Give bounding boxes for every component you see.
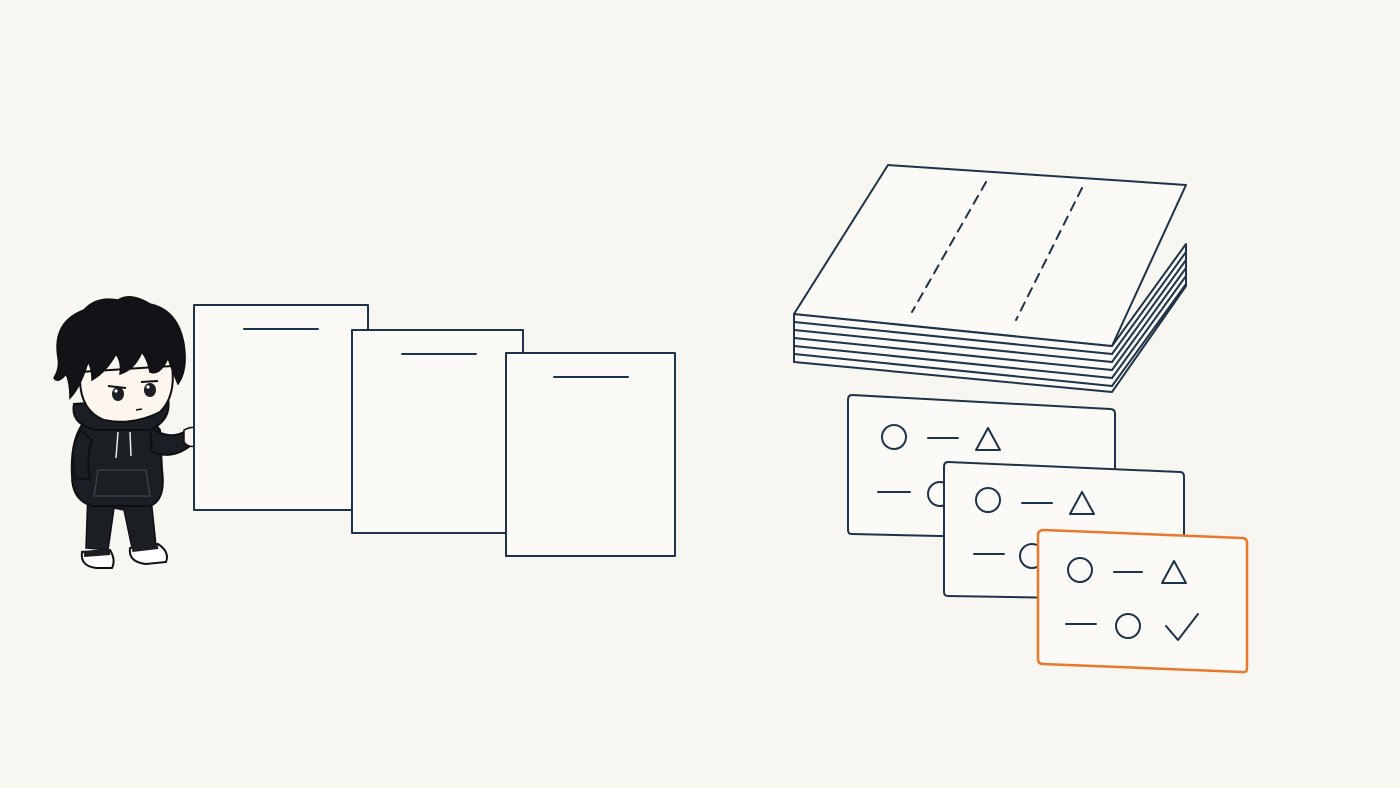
triangle-symbol — [1161, 560, 1187, 584]
document-pages — [193, 304, 676, 557]
sheet-stack-icon — [793, 164, 1187, 393]
document-page-1 — [193, 304, 369, 511]
character-icon — [53, 296, 204, 569]
pattern-card-highlighted — [1036, 528, 1249, 674]
circle-symbol — [1067, 557, 1093, 583]
document-page-2 — [351, 329, 524, 534]
pattern-card-icon — [847, 394, 1249, 674]
check-icon — [1165, 613, 1199, 641]
document-page-3 — [505, 352, 676, 557]
